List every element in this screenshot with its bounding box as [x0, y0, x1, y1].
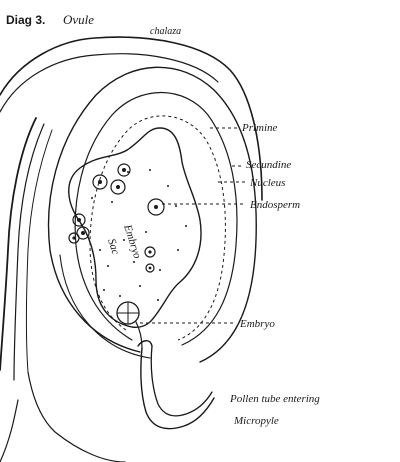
label-endosperm: Endosperm — [249, 199, 300, 211]
diagram-title-name: Ovule — [63, 12, 94, 27]
diagram-title-prefix: Diag 3. — [6, 13, 45, 27]
nucleus-boundary — [90, 116, 225, 340]
leader-lines — [140, 128, 248, 323]
label-embryo: Embryo — [239, 318, 275, 330]
embryo-sac: Embryo Sac — [69, 128, 201, 327]
secundine-integument — [75, 92, 237, 345]
cytoplasm-granules — [91, 169, 187, 301]
label-secundine: Secundine — [246, 159, 291, 171]
label-embryo-sac-line2: Sac — [105, 237, 121, 256]
label-nucleus: Nucleus — [249, 177, 285, 189]
endosperm-cells — [69, 164, 164, 272]
label-embryo-sac-line1: Embryo — [121, 222, 144, 260]
label-pollen-tube-line2: Micropyle — [233, 415, 279, 427]
pollen-tube — [138, 341, 214, 429]
label-pollen-tube-line1: Pollen tube entering — [229, 393, 320, 405]
embryo — [117, 302, 142, 348]
label-chalaza: chalaza — [150, 26, 181, 37]
label-primine: Primine — [241, 122, 278, 134]
